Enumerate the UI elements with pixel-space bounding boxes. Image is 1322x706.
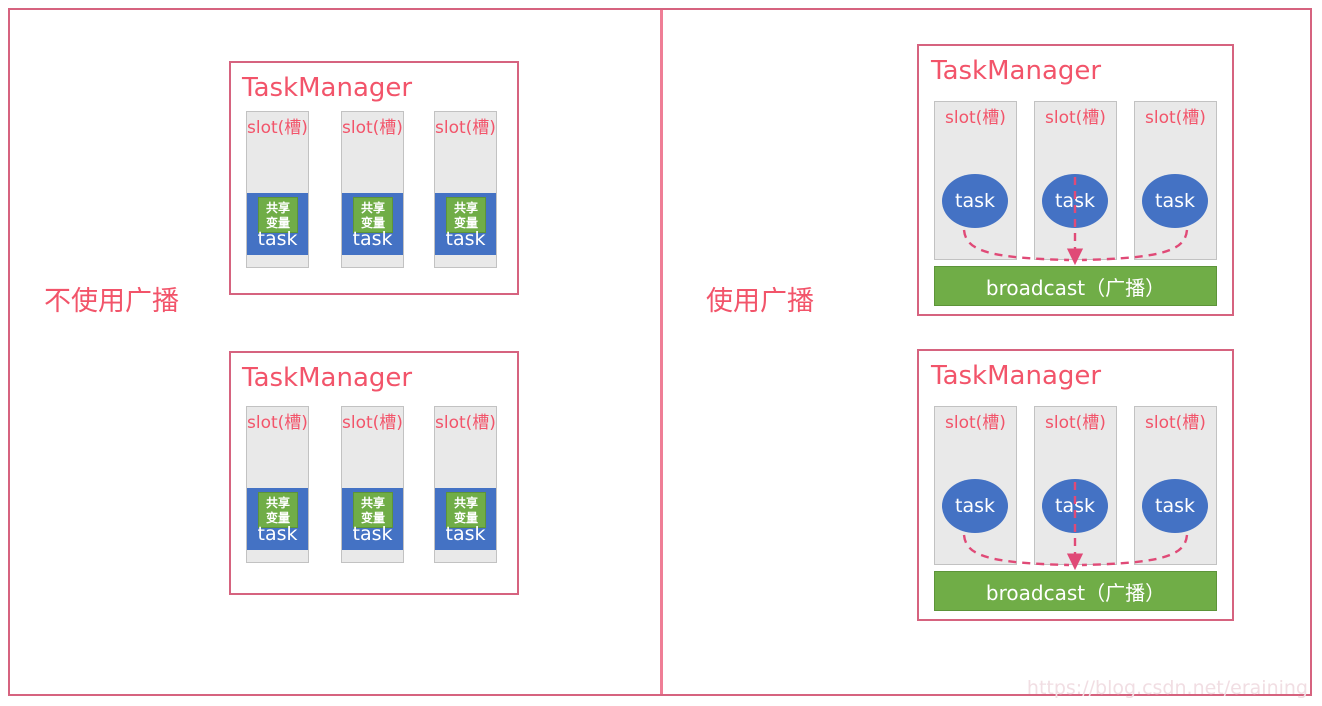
caption-no-broadcast: 不使用广播 (44, 286, 179, 317)
shared-variable-line1: 共享 (265, 496, 290, 510)
shared-variable-line1: 共享 (360, 201, 385, 215)
slot-label: slot(槽) (342, 413, 403, 433)
task-ellipse[interactable]: task (942, 479, 1008, 533)
vertical-divider (660, 10, 663, 694)
taskmanager-panel-right-bottom[interactable]: TaskManager slot(槽) task slot(槽) task sl… (917, 349, 1234, 621)
shared-variable-line2: 变量 (360, 511, 385, 525)
broadcast-label: broadcast（广播） (985, 275, 1166, 300)
task-label: task (445, 523, 486, 545)
watermark: https://blog.csdn.net/eraining (1026, 677, 1308, 699)
slot-box[interactable]: slot(槽) task (1034, 101, 1117, 260)
slot-label: slot(槽) (247, 413, 308, 433)
slot-label: slot(槽) (1045, 108, 1106, 128)
slot-label: slot(槽) (435, 118, 496, 138)
task-ellipse[interactable]: task (1042, 479, 1108, 533)
shared-variable-box: 共享 变量 (258, 492, 298, 528)
task-label: task (445, 228, 486, 250)
task-label: task (955, 495, 995, 517)
shared-variable-box: 共享 变量 (446, 197, 486, 233)
slot-box[interactable]: slot(槽) task (1034, 406, 1117, 565)
taskmanager-panel-left-top[interactable]: TaskManager slot(槽) 共享 变量 task slot(槽) 共… (229, 61, 519, 295)
slot-label: slot(槽) (1145, 108, 1206, 128)
slot-label: slot(槽) (435, 413, 496, 433)
broadcast-bar[interactable]: broadcast（广播） (934, 266, 1217, 306)
task-label: task (1055, 190, 1095, 212)
broadcast-bar[interactable]: broadcast（广播） (934, 571, 1217, 611)
taskmanager-title: TaskManager (931, 56, 1102, 86)
task-block[interactable]: 共享 变量 task (247, 488, 308, 550)
slot-label: slot(槽) (342, 118, 403, 138)
task-label: task (955, 190, 995, 212)
slot-box[interactable]: slot(槽) task (934, 406, 1017, 565)
task-ellipse[interactable]: task (1142, 174, 1208, 228)
shared-variable-line2: 变量 (265, 216, 290, 230)
taskmanager-title: TaskManager (242, 363, 413, 393)
shared-variable-line1: 共享 (453, 201, 478, 215)
slot-box[interactable]: slot(槽) 共享 变量 task (246, 111, 309, 268)
task-block[interactable]: 共享 变量 task (435, 488, 496, 550)
task-label: task (257, 523, 298, 545)
slot-label: slot(槽) (247, 118, 308, 138)
caption-use-broadcast: 使用广播 (706, 286, 814, 317)
taskmanager-panel-right-top[interactable]: TaskManager slot(槽) task slot(槽) task sl… (917, 44, 1234, 316)
slot-box[interactable]: slot(槽) 共享 变量 task (434, 111, 497, 268)
task-block[interactable]: 共享 变量 task (435, 193, 496, 255)
shared-variable-line2: 变量 (453, 216, 478, 230)
task-block[interactable]: 共享 变量 task (342, 488, 403, 550)
taskmanager-title: TaskManager (931, 361, 1102, 391)
slot-box[interactable]: slot(槽) 共享 变量 task (341, 111, 404, 268)
slot-box[interactable]: slot(槽) 共享 变量 task (341, 406, 404, 563)
shared-variable-line2: 变量 (360, 216, 385, 230)
shared-variable-box: 共享 变量 (353, 197, 393, 233)
task-label: task (352, 523, 393, 545)
shared-variable-line1: 共享 (265, 201, 290, 215)
taskmanager-title: TaskManager (242, 73, 413, 103)
task-label: task (352, 228, 393, 250)
task-ellipse[interactable]: task (1042, 174, 1108, 228)
slot-box[interactable]: slot(槽) task (1134, 101, 1217, 260)
task-label: task (1155, 190, 1195, 212)
task-ellipse[interactable]: task (1142, 479, 1208, 533)
slot-label: slot(槽) (1145, 413, 1206, 433)
slot-label: slot(槽) (945, 413, 1006, 433)
shared-variable-line2: 变量 (453, 511, 478, 525)
slot-box[interactable]: slot(槽) task (1134, 406, 1217, 565)
task-label: task (257, 228, 298, 250)
taskmanager-panel-left-bottom[interactable]: TaskManager slot(槽) 共享 变量 task slot(槽) 共… (229, 351, 519, 595)
task-label: task (1155, 495, 1195, 517)
slot-box[interactable]: slot(槽) 共享 变量 task (246, 406, 309, 563)
shared-variable-box: 共享 变量 (258, 197, 298, 233)
slot-box[interactable]: slot(槽) task (934, 101, 1017, 260)
shared-variable-line2: 变量 (265, 511, 290, 525)
slot-label: slot(槽) (945, 108, 1006, 128)
slot-label: slot(槽) (1045, 413, 1106, 433)
shared-variable-box: 共享 变量 (446, 492, 486, 528)
shared-variable-box: 共享 变量 (353, 492, 393, 528)
slot-box[interactable]: slot(槽) 共享 变量 task (434, 406, 497, 563)
shared-variable-line1: 共享 (453, 496, 478, 510)
task-ellipse[interactable]: task (942, 174, 1008, 228)
task-block[interactable]: 共享 变量 task (342, 193, 403, 255)
broadcast-label: broadcast（广播） (985, 580, 1166, 605)
shared-variable-line1: 共享 (360, 496, 385, 510)
task-label: task (1055, 495, 1095, 517)
task-block[interactable]: 共享 变量 task (247, 193, 308, 255)
